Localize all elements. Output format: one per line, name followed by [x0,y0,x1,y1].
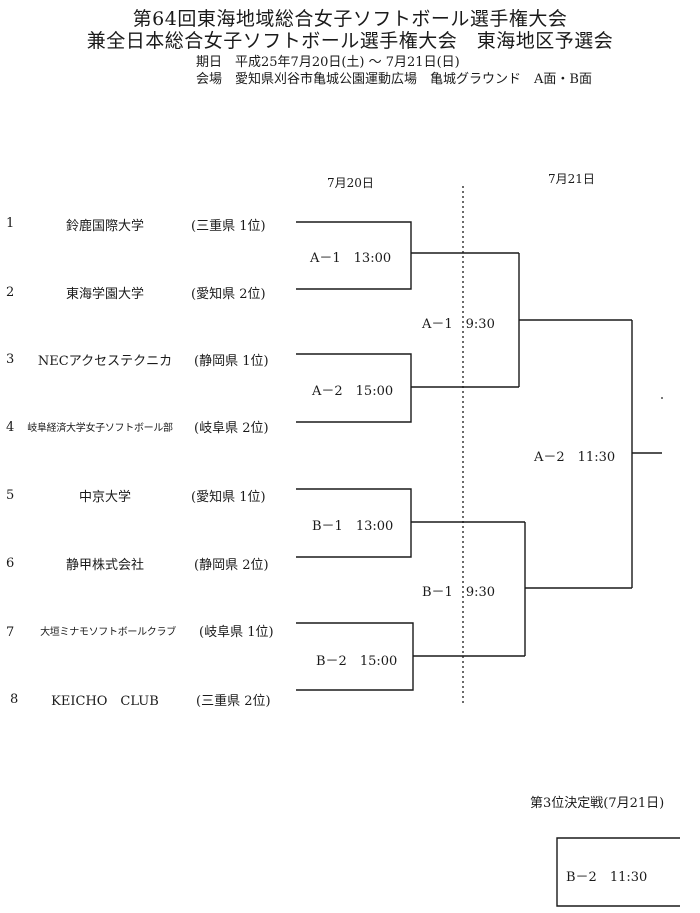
team-name: 鈴鹿国際大学 [65,219,144,234]
team-name: 岐阜経済大学女子ソフトボール部 [27,423,173,434]
match-label-r1: B－2 15:00 [316,654,398,669]
venue-info: 会場 愛知県刈谷市亀城公園運動広場 亀城グラウンド A面・B面 [196,72,592,87]
team-number: 3 [6,352,15,367]
title-line2: 兼全日本総合女子ソフトボール選手権大会 東海地区予選会 [86,30,614,52]
team-rank: (岐阜県 1位) [199,625,274,640]
bracket-line [296,622,414,691]
team-rank: (愛知県 1位) [191,490,266,505]
team-number: 4 [6,420,15,435]
team-rank: (三重県 1位) [191,219,266,234]
match-label-r1: B－1 13:00 [312,519,394,534]
team-number: 7 [6,625,15,640]
team-rank: (静岡県 1位) [194,354,269,369]
title-line1: 第64回東海地域総合女子ソフトボール選手権大会 [132,8,568,30]
bracket-line [296,221,412,290]
third-place-label: 第3位決定戦(7月21日) [530,796,665,811]
bracket-line [296,353,412,423]
match-label-r1: A－2 15:00 [312,384,394,399]
team-number: 2 [6,285,15,300]
team-rank: (静岡県 2位) [194,558,269,573]
team-rank: (愛知県 2位) [191,287,266,302]
team-rank: (三重県 2位) [196,694,271,709]
scan-speck [661,397,663,399]
team-name: 東海学園大学 [65,287,144,302]
team-name: NECアクセステクニカ [37,354,173,369]
team-name: 静甲株式会社 [65,558,144,573]
date-day1: 7月20日 [327,176,374,190]
date-day2: 7月21日 [548,172,595,186]
match-label-r2: B－1 9:30 [422,585,496,600]
team-number: 1 [6,216,15,231]
bracket-line [556,837,680,907]
team-name: 大垣ミナモソフトボールクラブ [40,627,176,638]
team-number: 8 [10,692,19,707]
match-label-r2: A－1 9:30 [422,317,495,332]
team-name: 中京大学 [78,490,131,505]
team-number: 6 [6,556,15,571]
match-label-final: A－2 11:30 [534,450,616,465]
team-rank: (岐阜県 2位) [194,421,269,436]
match-label-third-place: B－2 11:30 [566,870,648,885]
team-name: KEICHO CLUB [51,694,159,709]
team-number: 5 [6,488,15,503]
bracket-line [296,488,412,558]
period-info: 期日 平成25年7月20日(土) ～ 7月21日(日) [196,55,460,70]
match-label-r1: A－1 13:00 [310,251,392,266]
